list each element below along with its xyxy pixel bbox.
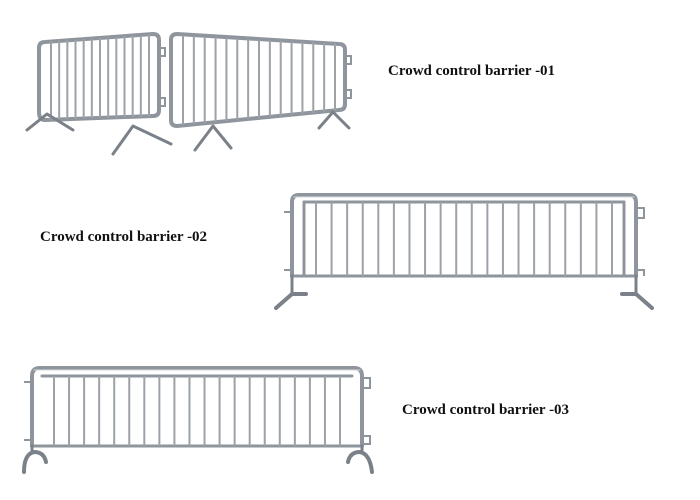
crowd-barrier-03-image (22, 366, 374, 474)
barrier-01-right-panel (169, 32, 352, 152)
barrier-03-caption: Crowd control barrier -03 (402, 402, 570, 418)
crowd-barrier-02-image (274, 193, 654, 310)
barrier-01-caption: Crowd control barrier -01 (388, 63, 556, 79)
barrier-01-left-panel (25, 32, 173, 156)
barrier-02-caption: Crowd control barrier -02 (40, 229, 208, 245)
crowd-barrier-01-image (25, 32, 352, 156)
